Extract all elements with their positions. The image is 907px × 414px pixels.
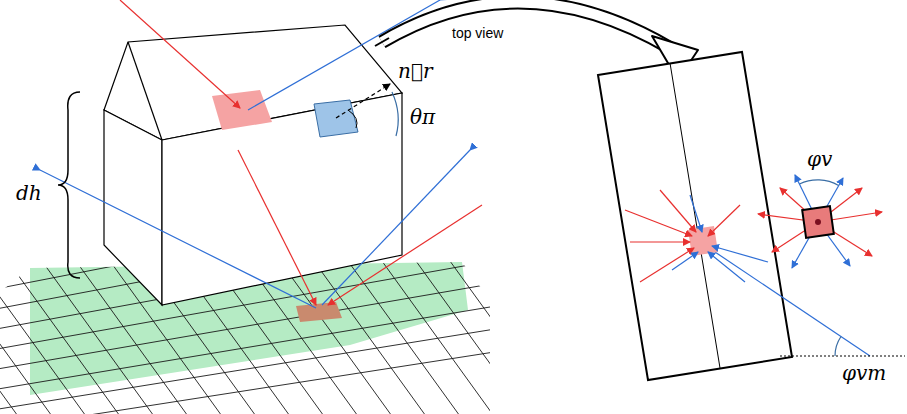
- grid-line: [442, 250, 572, 414]
- dimension-label: dh: [16, 182, 42, 204]
- view-arrow-tail: [375, 38, 389, 46]
- vector-label: n⃗r: [398, 60, 432, 82]
- view-arrow-fill: [382, 2, 670, 48]
- grid-line: [374, 250, 504, 414]
- sky-ray: [248, 0, 440, 110]
- grid-line: [0, 250, 28, 414]
- outgoing-rays: [758, 175, 882, 268]
- long-wall: [162, 93, 402, 305]
- emitter-patch: [802, 206, 834, 238]
- view-label: top view: [452, 26, 503, 41]
- sun-ray: [328, 205, 482, 305]
- height-brace: [58, 92, 80, 278]
- sun-ray: [238, 150, 316, 305]
- normal-vector: [336, 84, 390, 118]
- grid-line: [0, 325, 520, 412]
- incoming-rays: [625, 190, 768, 282]
- ground-patch: [296, 302, 342, 322]
- building-outline: [598, 52, 792, 380]
- grid-line: [306, 250, 436, 414]
- reference-line: [780, 356, 905, 357]
- angle-label: φv: [807, 148, 832, 170]
- azimuth-arc: [835, 337, 841, 357]
- grid-line: [476, 250, 606, 414]
- spread-arc: [800, 180, 839, 186]
- gable-edge: [128, 42, 162, 140]
- emitter-center: [815, 219, 821, 225]
- house: [104, 25, 402, 305]
- sun-ray: [120, 0, 240, 108]
- angle-label: φvm: [842, 362, 886, 384]
- grid-line: [340, 250, 470, 414]
- tilt-arc: [348, 110, 357, 128]
- ridge-line: [670, 63, 720, 368]
- sky-ray: [40, 170, 316, 308]
- view-arrow: [382, 2, 670, 48]
- roof: [104, 25, 402, 140]
- angle-arc: [392, 92, 398, 136]
- grid-line: [510, 250, 640, 414]
- grid-line: [0, 302, 520, 392]
- angle-label: θπ: [410, 106, 435, 128]
- azimuth-line: [712, 250, 870, 356]
- gable-wall: [104, 110, 162, 305]
- grid-line: [0, 250, 62, 414]
- grid-line: [408, 250, 538, 414]
- roof-patch-blue: [314, 100, 358, 137]
- roof-patch-red: [212, 90, 272, 130]
- grid-line: [0, 250, 130, 414]
- grid-line: [0, 250, 96, 414]
